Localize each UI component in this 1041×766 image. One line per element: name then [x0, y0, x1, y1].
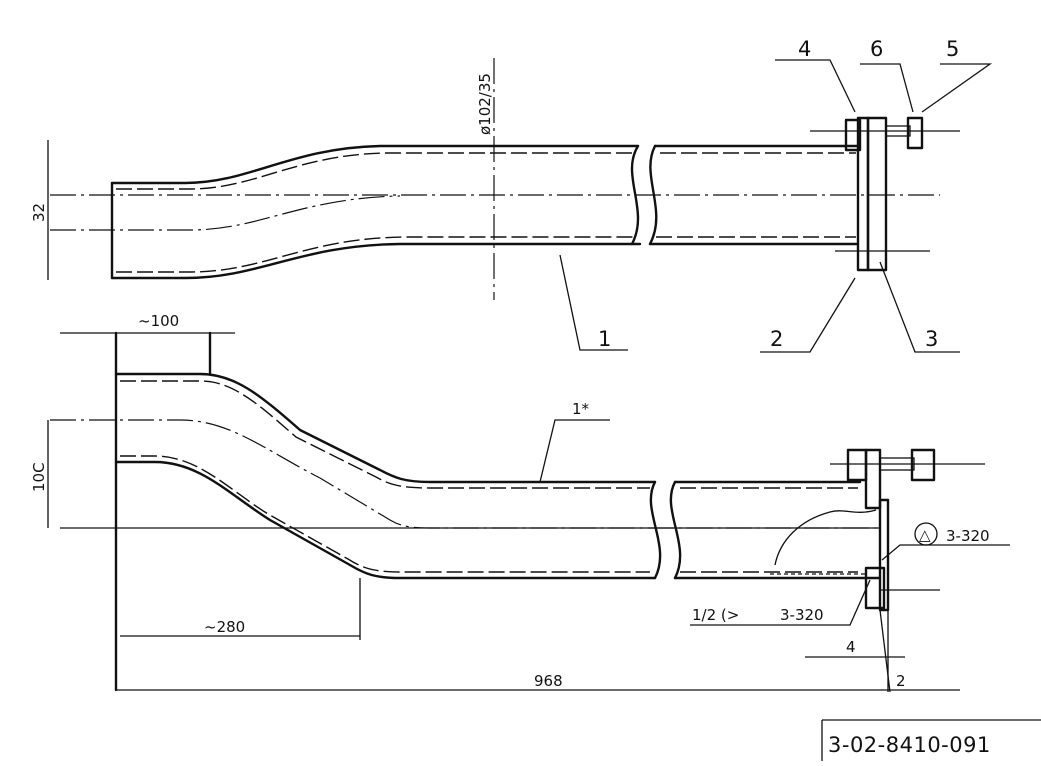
- top-flange-part3: [866, 116, 888, 272]
- leader-6: [860, 63, 914, 113]
- weld-ref-lower: 3-320: [780, 606, 824, 624]
- top-pipe-lower-edge: [110, 242, 642, 280]
- dim-total-length: 968: [534, 672, 563, 690]
- weld-symbol-circle: [914, 522, 938, 546]
- bottom-flange-weld: [864, 566, 886, 610]
- bottom-pipe-upper-edge: [114, 372, 657, 484]
- dim-plate-thickness: 4: [846, 638, 856, 656]
- part-label-4: 4: [798, 37, 811, 61]
- bottom-nut-right: [910, 448, 936, 482]
- leader-5: [921, 63, 993, 113]
- bottom-cutaway: [774, 509, 877, 566]
- leader-1-star: [539, 419, 610, 483]
- dim-gap: 2: [896, 672, 906, 690]
- dim-diameter: ø102/35: [476, 73, 494, 135]
- weld-symbol: △: [919, 526, 931, 544]
- bottom-flange-upper: [864, 448, 882, 510]
- top-centerline-offset: [50, 195, 401, 231]
- part-label-5: 5: [946, 37, 959, 61]
- leader-weld-lower: [690, 579, 871, 626]
- part-label-6: 6: [870, 37, 883, 61]
- leader-4: [775, 59, 856, 113]
- drawing-number: 3-02-8410-091: [828, 733, 991, 757]
- dim-offset-bottom: 10C: [30, 462, 48, 492]
- dim-offset-top: 32: [30, 203, 48, 222]
- leader-2: [760, 277, 856, 353]
- weld-ref-lower-prefix: 1/2 (>: [692, 606, 739, 624]
- top-view: [47, 58, 993, 353]
- leader-weld-upper: [881, 544, 1010, 561]
- top-pipe-inner-upper: [116, 152, 634, 190]
- top-nut: [844, 118, 862, 152]
- bottom-pipe-lower-edge: [114, 460, 657, 580]
- top-pipe-inner-lower: [116, 236, 634, 273]
- top-pipe-upper-edge: [110, 144, 640, 185]
- bottom-centerline: [50, 419, 880, 529]
- part-label-1-star: 1*: [572, 400, 590, 418]
- leader-3: [879, 261, 960, 353]
- top-break-line: [630, 144, 658, 246]
- dim-length-280: ~280: [204, 618, 245, 636]
- bottom-nut: [846, 448, 868, 482]
- bottom-view: [47, 331, 1010, 693]
- dim-width-100: ~100: [138, 312, 179, 330]
- leader-1: [559, 254, 628, 351]
- top-nut-right: [906, 116, 924, 150]
- part-label-3: 3: [925, 327, 938, 351]
- bottom-break-line: [649, 480, 682, 580]
- weld-ref-upper: 3-320: [946, 527, 990, 545]
- bottom-pipe-inner-upper: [120, 380, 650, 489]
- bottom-pipe-inner-lower: [120, 455, 650, 573]
- part-label-2: 2: [770, 327, 783, 351]
- part-label-1: 1: [598, 327, 611, 351]
